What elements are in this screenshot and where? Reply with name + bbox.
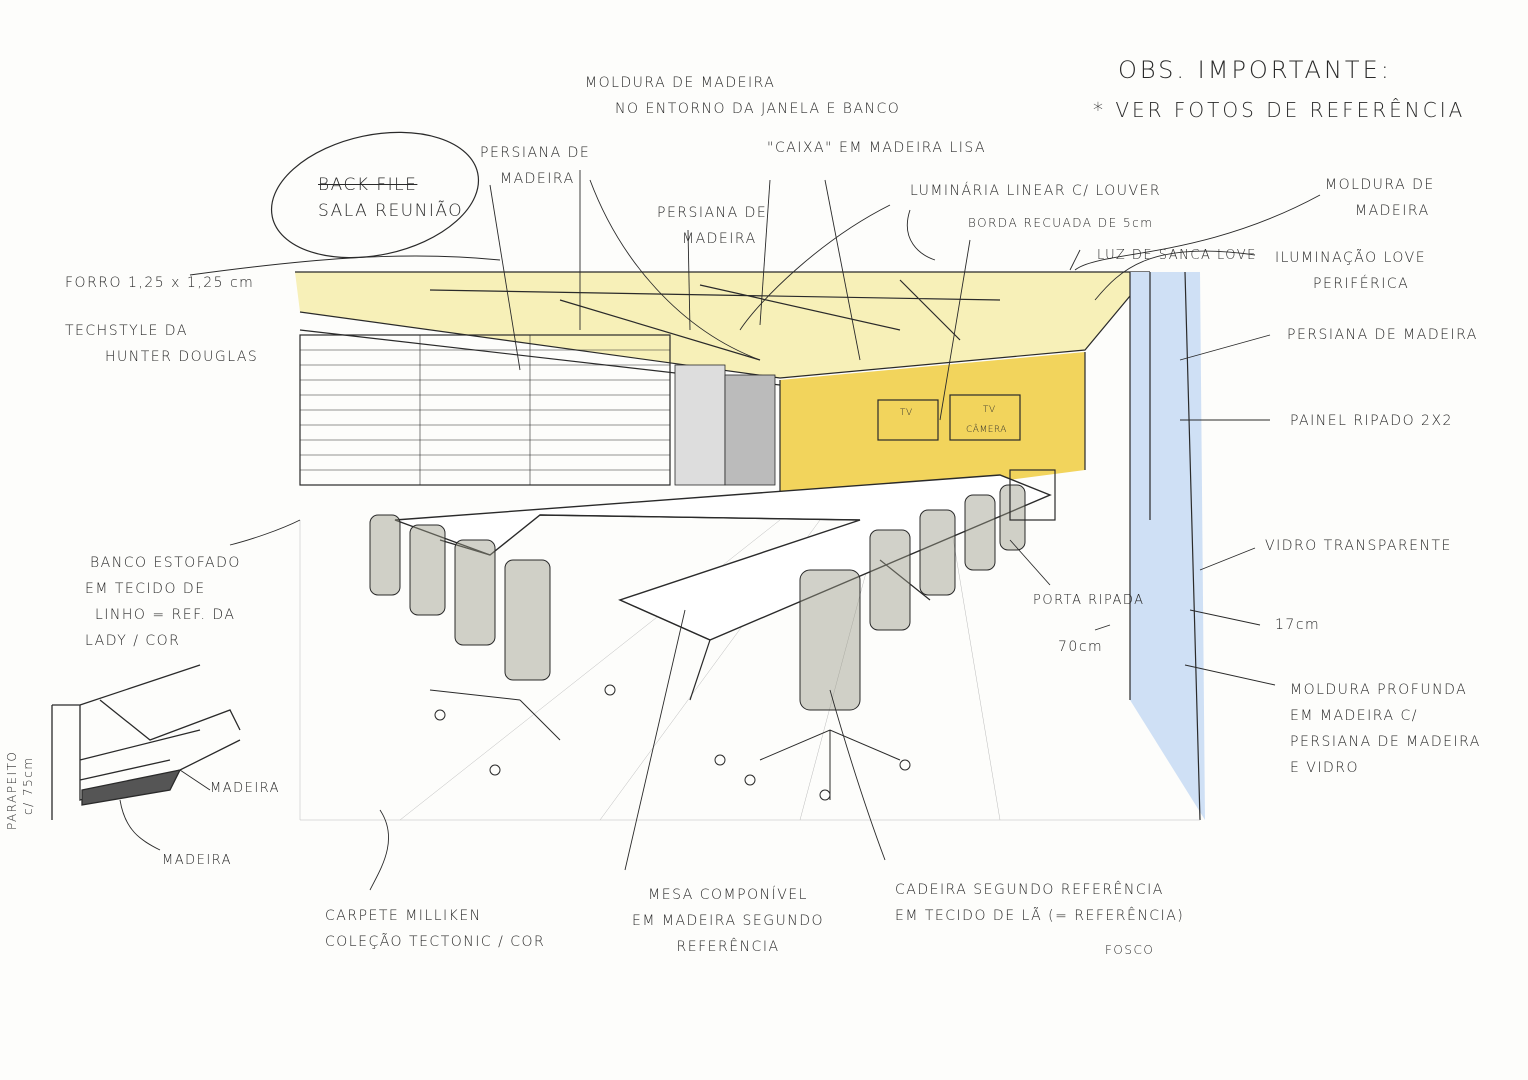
label-line: MESA COMPONÍVEL: [648, 887, 808, 903]
label-mesa: MESA COMPONÍVEL EM MADEIRA SEGUNDO REFER…: [632, 882, 824, 960]
label-line: MOLDURA DE MADEIRA: [585, 75, 776, 91]
label-moldura-right: MOLDURA DE MADEIRA: [1325, 172, 1435, 224]
label-persiana-right: PERSIANA DE MADEIRA: [1287, 327, 1478, 343]
oval-callout: [270, 131, 480, 259]
label-line: BANCO ESTOFADO: [90, 555, 241, 571]
label-line: MOLDURA PROFUNDA: [1290, 682, 1468, 698]
floor-lines: [299, 519, 1200, 821]
label-line: PERSIANA DE: [657, 205, 768, 221]
label-line: PERSIANA DE: [480, 145, 591, 161]
label-line: CARPETE MILLIKEN: [325, 908, 482, 924]
label-techstyle: TECHSTYLE DA HUNTER DOUGLAS: [65, 318, 258, 370]
label-line: MOLDURA DE: [1325, 177, 1435, 193]
label-luz-sanca: LUZ DE SANCA LOVE: [1097, 248, 1257, 263]
label-moldura-profunda: MOLDURA PROFUNDA EM MADEIRA C/ PERSIANA …: [1290, 677, 1481, 781]
chair-bases: [429, 684, 911, 801]
curtain: [674, 364, 726, 486]
label-dim-70: 70cm: [1058, 639, 1104, 655]
obs-text: * VER FOTOS DE REFERÊNCIA: [1093, 98, 1466, 122]
ceiling-lines: [295, 271, 1151, 386]
oval-line-1: BACK FILE: [318, 175, 418, 195]
window-blinds: [300, 335, 670, 485]
label-line: E VIDRO: [1290, 760, 1360, 776]
chair: [799, 569, 861, 711]
label-camera: CÂMERA: [966, 425, 1007, 435]
label-caixa: "CAIXA" EM MADEIRA LISA: [767, 140, 987, 156]
chair: [869, 529, 911, 631]
chair: [919, 509, 956, 596]
label-line: MADEIRA: [500, 171, 575, 187]
label-line: PERSIANA DE MADEIRA: [1290, 734, 1481, 750]
label-dim-17: 17cm: [1275, 617, 1321, 633]
bench-detail: [51, 664, 241, 820]
label-cadeira: CADEIRA SEGUNDO REFERÊNCIA EM TECIDO DE …: [895, 877, 1184, 929]
chair: [454, 539, 496, 646]
label-carpete: CARPETE MILLIKEN COLEÇÃO TECTONIC / COR: [325, 903, 545, 955]
label-porta: PORTA RIPADA: [1033, 593, 1145, 608]
label-line: HUNTER DOUGLAS: [105, 349, 259, 365]
glass-window-frame: [1129, 271, 1201, 821]
oval-line-2: SALA REUNIÃO: [318, 201, 464, 221]
back-wall-fill: [780, 352, 1085, 510]
label-line: c/ 75cm: [21, 756, 35, 815]
label-line: EM TECIDO DE LÃ (= REFERÊNCIA): [895, 908, 1185, 924]
label-madeira-1: MADEIRA: [210, 781, 281, 796]
label-persiana-center: PERSIANA DE MADEIRA: [657, 200, 767, 252]
label-line: REFERÊNCIA: [676, 939, 780, 955]
label-parapeito: PARAPEITO c/ 75cm: [4, 751, 36, 830]
label-borda: BORDA RECUADA DE 5cm: [968, 216, 1154, 230]
label-painel: PAINEL RIPADO 2X2: [1290, 413, 1453, 429]
obs-important-note: OBS. IMPORTANTE: * VER FOTOS DE REFERÊNC…: [1093, 50, 1465, 130]
label-moldura-janela: MOLDURA DE MADEIRA NO ENTORNO DA JANELA …: [585, 70, 900, 122]
label-line: PERIFÉRICA: [1313, 276, 1410, 292]
label-tv-2: TV: [983, 405, 996, 415]
label-fosco: FOSCO: [1105, 943, 1155, 957]
label-line: MADEIRA: [682, 231, 757, 247]
label-vidro: VIDRO TRANSPARENTE: [1265, 538, 1452, 554]
label-persiana-top-left: PERSIANA DE MADEIRA: [480, 140, 590, 192]
blind-panel: [724, 374, 776, 486]
tv-screen-1: [877, 399, 939, 441]
label-line: EM MADEIRA C/: [1290, 708, 1418, 724]
back-wall-edges: [779, 352, 1086, 510]
label-line: LADY / COR: [85, 633, 181, 649]
label-luminaria: LUMINÁRIA LINEAR C/ LOUVER: [910, 183, 1162, 199]
label-madeira-2: MADEIRA: [162, 853, 233, 868]
chair: [964, 494, 996, 571]
label-line: EM MADEIRA SEGUNDO: [632, 913, 825, 929]
label-forro: FORRO 1,25 x 1,25 cm: [65, 275, 255, 291]
label-line: TECHSTYLE DA: [65, 323, 188, 339]
chair: [999, 484, 1026, 551]
table-edges: [439, 514, 931, 701]
obs-title: OBS. IMPORTANTE:: [1118, 56, 1392, 84]
chair: [369, 514, 401, 596]
label-line: MADEIRA: [1355, 203, 1430, 219]
label-banco: BANCO ESTOFADO EM TECIDO DE LINHO = REF.…: [85, 550, 241, 654]
label-line: COLEÇÃO TECTONIC / COR: [325, 934, 546, 950]
label-line: CADEIRA SEGUNDO REFERÊNCIA: [895, 882, 1164, 898]
label-line: PARAPEITO: [5, 750, 19, 830]
label-line: ILUMINAÇÃO LOVE: [1275, 250, 1427, 266]
label-tv-1: TV: [900, 408, 913, 418]
label-iluminacao: ILUMINAÇÃO LOVE PERIFÉRICA: [1275, 245, 1426, 297]
leader-arrows: [119, 170, 1321, 891]
tv-screen-2: [949, 394, 1021, 441]
chair: [504, 559, 551, 681]
chair: [409, 524, 446, 616]
label-line: NO ENTORNO DA JANELA E BANCO: [615, 101, 901, 117]
oval-label: BACK FILE SALA REUNIÃO: [318, 172, 463, 224]
slatted-door: [1009, 469, 1056, 521]
label-line: LINHO = REF. DA: [95, 607, 236, 623]
label-line: EM TECIDO DE: [85, 581, 206, 597]
glass-window-fill: [1130, 272, 1205, 820]
